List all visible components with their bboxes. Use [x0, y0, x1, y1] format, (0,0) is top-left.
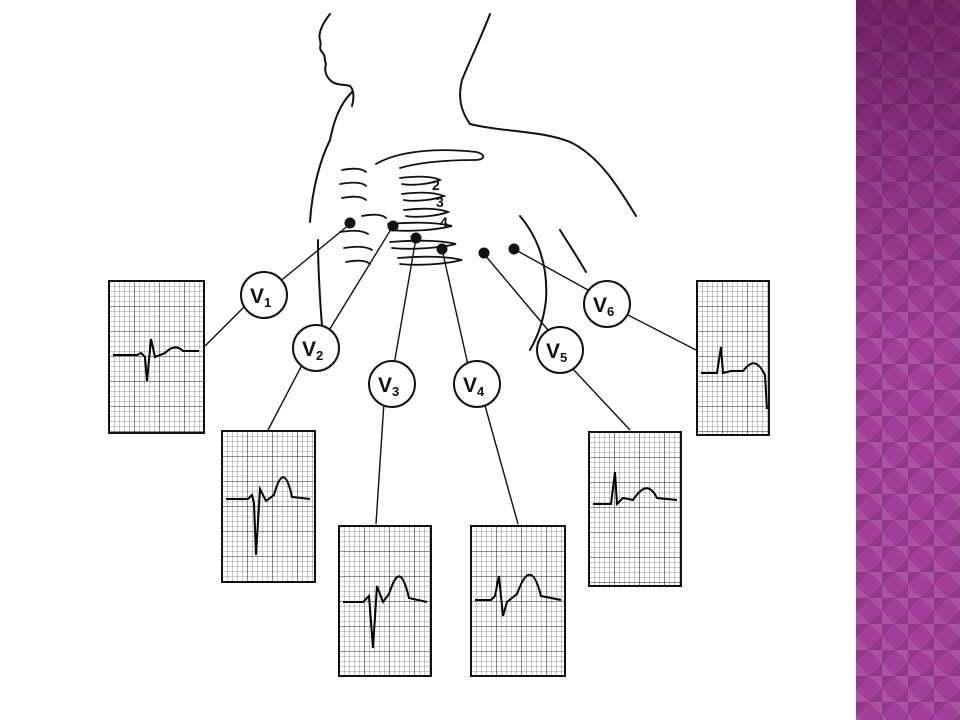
neck-back — [459, 13, 491, 125]
right-shoulder — [469, 123, 637, 217]
lead-circle-v3: V3 — [368, 360, 416, 408]
rib-label-4: 4 — [440, 214, 448, 230]
rib-cage — [339, 149, 485, 266]
right-torso-side — [519, 215, 548, 351]
electrode-dot-icon — [410, 232, 422, 244]
ecg-strip-v3 — [338, 525, 432, 677]
electrode-dot-icon — [508, 243, 520, 255]
lead-circle-v4: V4 — [453, 360, 501, 408]
lead-subscript: 3 — [392, 384, 399, 399]
electrode-dot-icon — [436, 243, 448, 255]
lead-subscript: 2 — [316, 348, 323, 363]
lead-letter: V — [593, 294, 607, 317]
ecg-trace-v3 — [343, 575, 428, 649]
ecg-strip-v2 — [221, 430, 316, 583]
ecg-trace-v5 — [593, 471, 678, 507]
left-shoulder — [309, 139, 331, 223]
lead-letter: V — [302, 338, 316, 361]
rib-label-3: 3 — [436, 194, 444, 210]
ecg-strips — [108, 280, 770, 677]
right-arm-line — [559, 229, 587, 273]
svg-text:V6: V6 — [593, 294, 614, 319]
rib-label-2: 2 — [432, 177, 440, 193]
head-profile — [318, 13, 355, 107]
lead-circle-v6: V6 — [583, 280, 631, 328]
ecg-strip-v5 — [588, 431, 682, 587]
lead-circle-v2: V2 — [292, 324, 340, 372]
lead-subscript: 1 — [264, 295, 271, 310]
electrode-dot-icon — [387, 220, 399, 232]
lead-subscript: 5 — [560, 350, 567, 365]
neck-front — [329, 91, 353, 141]
electrode-dot-icon — [478, 247, 490, 259]
precordial-leads-diagram: 2 3 4 — [108, 13, 770, 677]
clavicle — [375, 149, 485, 169]
ecg-trace-v6 — [701, 346, 768, 410]
lead-subscript: 6 — [607, 304, 614, 319]
lead-letter: V — [463, 374, 477, 397]
lead-labels: V1 V2 V3 V4 V5 V6 — [240, 271, 631, 408]
connector-lines — [204, 223, 697, 525]
svg-text:V3: V3 — [378, 374, 399, 399]
left-torso-side — [317, 239, 323, 327]
lead-letter: V — [546, 340, 560, 363]
svg-text:V1: V1 — [250, 285, 271, 310]
ecg-trace-v2 — [226, 476, 311, 556]
ecg-trace-v4 — [475, 573, 562, 617]
electrode-dot-icon — [344, 217, 356, 229]
ecg-trace-v1 — [113, 338, 199, 382]
torso-outline — [309, 13, 637, 351]
lead-circle-v5: V5 — [536, 326, 584, 374]
lead-circle-v1: V1 — [240, 271, 288, 319]
svg-text:V5: V5 — [546, 340, 567, 365]
svg-text:V2: V2 — [302, 338, 323, 363]
electrodes — [344, 217, 520, 259]
ecg-strip-v6 — [696, 280, 770, 436]
svg-text:V4: V4 — [463, 374, 485, 399]
lead-subscript: 4 — [477, 384, 485, 399]
ecg-strip-v1 — [108, 280, 205, 434]
lead-letter: V — [250, 285, 264, 308]
lead-letter: V — [378, 374, 392, 397]
accent-bar — [856, 0, 960, 720]
ecg-strip-v4 — [470, 525, 566, 677]
